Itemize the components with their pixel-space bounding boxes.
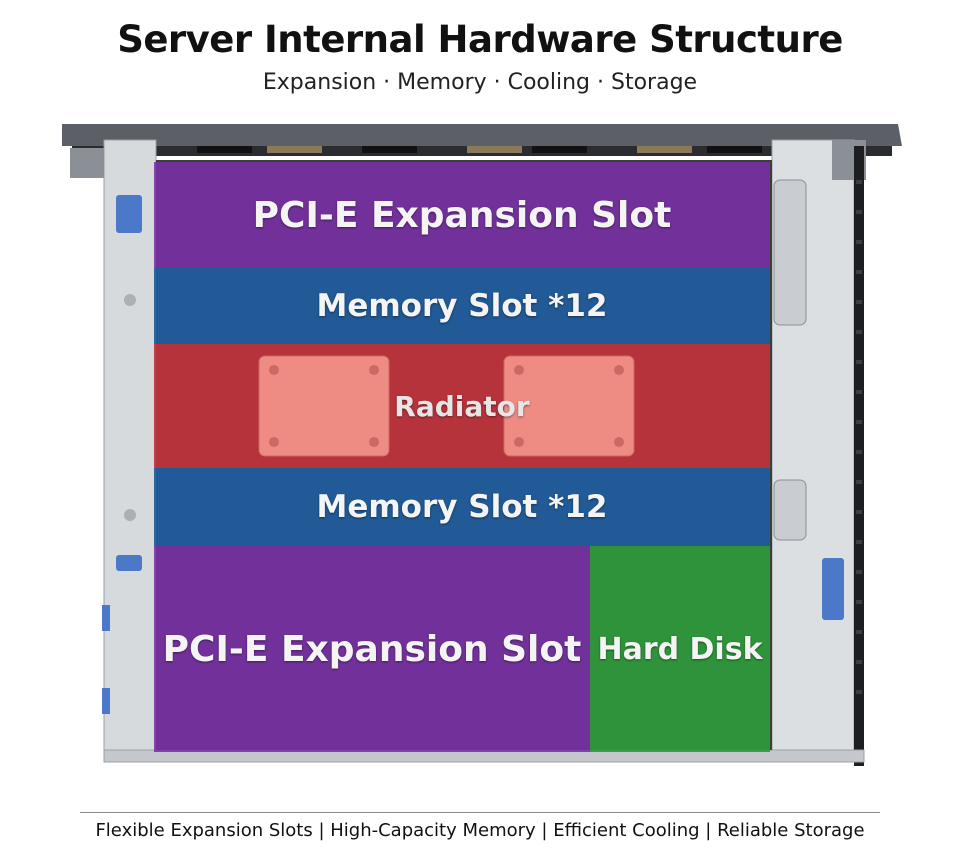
chassis-right-bay xyxy=(771,139,855,751)
heatsink-right xyxy=(503,355,635,457)
zone-hard-disk: Hard Disk xyxy=(590,546,770,752)
chassis-vent-strip xyxy=(854,146,864,766)
zone-pcie-top: PCI-E Expansion Slot xyxy=(154,162,770,268)
zone-memory-top: Memory Slot *12 xyxy=(154,268,770,344)
server-chassis: PCI-E Expansion Slot Memory Slot *12 Rad… xyxy=(62,120,904,768)
zone-radiator: Radiator xyxy=(154,344,770,468)
zone-label: PCI-E Expansion Slot xyxy=(162,628,582,670)
heatsink-illustration xyxy=(258,355,635,457)
zone-label: Radiator xyxy=(394,389,530,423)
heatsink-left xyxy=(258,355,390,457)
right-latch-icon xyxy=(822,558,844,620)
zone-memory-bottom: Memory Slot *12 xyxy=(154,468,770,546)
left-latch-icon xyxy=(116,195,142,233)
zone-label: Memory Slot *12 xyxy=(316,288,608,324)
footer-divider xyxy=(80,812,880,813)
page-subtitle: Expansion · Memory · Cooling · Storage xyxy=(262,70,698,95)
chassis-left-rail xyxy=(103,139,157,761)
zone-pcie-bottom: PCI-E Expansion Slot xyxy=(154,546,590,752)
page-title: Server Internal Hardware Structure xyxy=(117,18,843,61)
zone-label: Memory Slot *12 xyxy=(316,489,608,525)
footer-caption: Flexible Expansion Slots | High-Capacity… xyxy=(95,820,865,841)
zone-label: Hard Disk xyxy=(597,631,763,667)
zone-label: PCI-E Expansion Slot xyxy=(252,194,672,236)
chassis-top-rail xyxy=(62,124,902,146)
